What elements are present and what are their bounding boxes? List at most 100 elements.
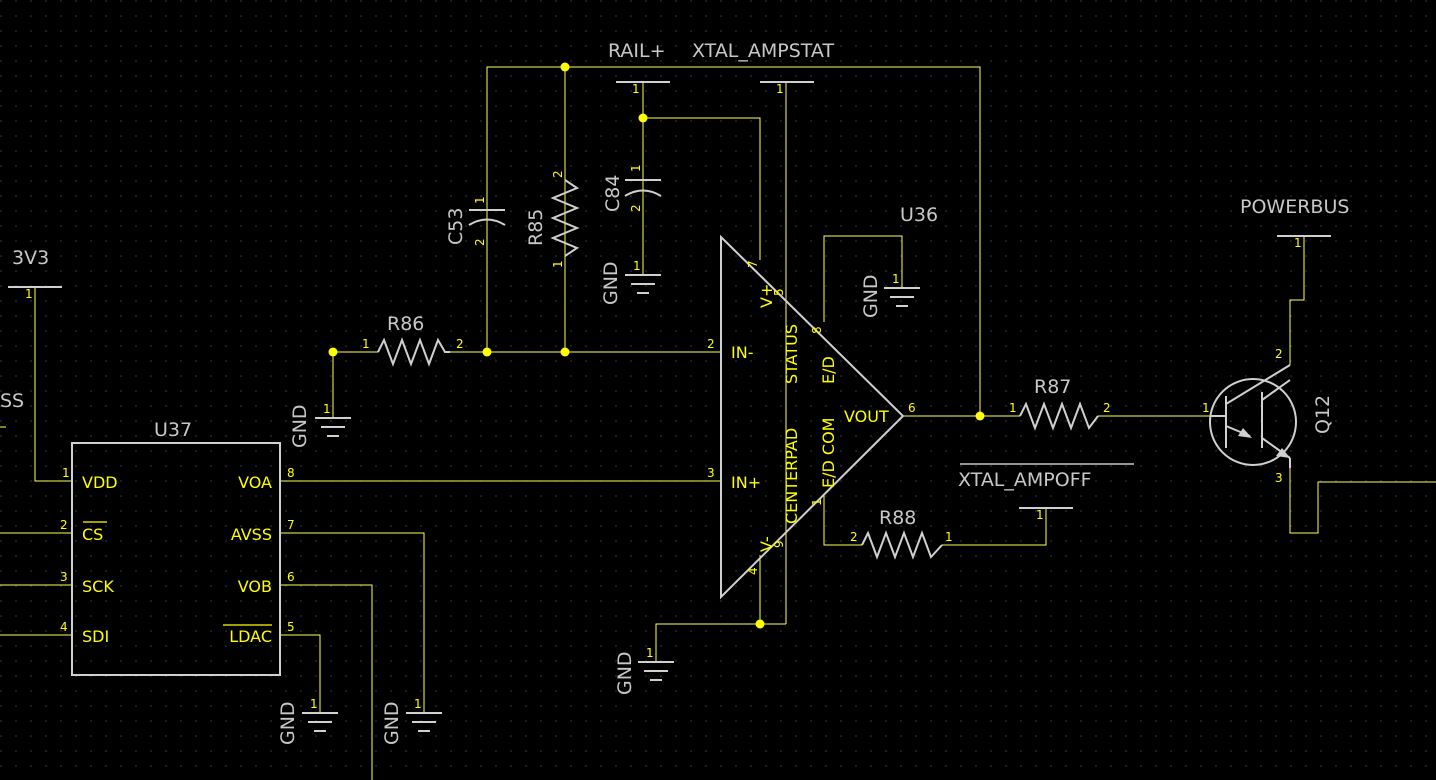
r85-ref: R85 [525,209,547,246]
pin-number: 1 [892,272,900,286]
pin-number: 3 [60,570,68,584]
power-port-3v3[interactable]: 3V3 [8,247,62,288]
u37-pin-sck: SCK [82,577,114,596]
wires [0,66,1436,780]
pin-number: 2 [707,337,715,351]
net-label-ss: SS [0,390,24,412]
pin-number: 1 [629,164,643,172]
pin-number: 1 [646,646,654,660]
transistor-q12[interactable]: Q12 [1209,364,1334,468]
pin-number: 1 [776,82,784,96]
u36-pin-status: STATUS [782,324,801,384]
pin-number: 1 [551,260,565,268]
gnd-label: GND [289,404,311,448]
gnd-symbol-vminus[interactable]: GND [614,651,674,695]
pin-number: 1 [945,530,953,544]
r87-ref: R87 [1034,376,1071,398]
c84-ref: C84 [602,175,624,212]
pin-number: 2 [473,238,487,246]
junction-dots [328,62,985,629]
pin-number: 6 [908,401,916,415]
gnd-symbol-r86[interactable]: GND [289,404,351,448]
pin-number: 1 [473,196,487,204]
u36-pin-ed: E/D [819,356,838,384]
pin-number: 2 [551,170,565,178]
gnd-symbol-c84[interactable]: GND [600,261,661,305]
gnd-label: GND [600,261,622,305]
pin-number: 1 [310,697,318,711]
r86-ref: R86 [387,313,424,335]
pin-number: 2 [1103,401,1111,415]
pin-number: 2 [456,337,464,351]
gnd-symbol-avss[interactable]: GND [381,701,442,745]
u37-pin-ldac: LDAC [229,627,272,646]
r88-ref: R88 [879,507,916,529]
pin-number: 4 [746,567,760,575]
q12-ref: Q12 [1312,395,1334,434]
power-port-xtal-ampstat[interactable]: XTAL_AMPSTAT [692,40,834,83]
net-label-xtal-ampstat: XTAL_AMPSTAT [692,40,834,62]
u37-ref: U37 [154,419,192,441]
pin-number: 1 [632,82,640,96]
resistor-r86[interactable]: R86 [377,313,450,367]
net-label-rail-plus: RAIL+ [608,40,666,62]
u37-pin-voa: VOA [238,473,272,492]
u37-pin-vob: VOB [238,577,272,596]
pin-number: 1 [1009,401,1017,415]
gnd-label: GND [860,274,882,318]
pin-number: 5 [287,620,295,634]
opamp-u36[interactable]: U36 IN- IN+ VOUT V+ V- STATUS CENTERPAD … [720,204,938,600]
pin-number: 7 [746,260,760,268]
net-label-3v3: 3V3 [12,247,49,269]
u36-pin-ed-com: E/D COM [819,418,838,488]
u36-pin-vout: VOUT [844,407,889,426]
pin-number: 7 [287,518,295,532]
pin-number: 1 [414,697,422,711]
gnd-symbol-ldac[interactable]: GND [277,701,338,745]
resistor-r87[interactable]: R87 [1019,376,1099,431]
power-port-powerbus[interactable]: POWERBUS [1240,196,1349,237]
c53-ref: C53 [445,208,467,245]
pin-number: 1 [810,498,824,506]
capacitor-c84[interactable]: C84 [602,175,662,212]
pin-number: 2 [850,530,858,544]
capacitor-c53[interactable]: C53 [445,208,506,245]
u36-ref: U36 [900,204,938,226]
u37-pin-cs: CS [82,525,103,544]
u36-pin-vminus: V- [757,536,776,552]
pin-number: 1 [25,287,33,301]
net-label-xtal-ampoff: XTAL_AMPOFF [958,469,1092,491]
pin-number: 1 [62,466,70,480]
gnd-label: GND [614,651,636,695]
pin-number: 2 [1275,347,1283,361]
u36-pin-centerpad: CENTERPAD [782,428,801,524]
ic-u37[interactable]: U37 VDD CS SCK SDI VOA AVSS VOB LDAC [71,419,281,676]
pin-number: 8 [810,326,824,334]
pin-number: 1 [362,337,370,351]
resistor-r88[interactable]: R88 [861,507,943,560]
pin-number: 1 [1202,401,1210,415]
pin-number: 1 [633,259,641,273]
power-port-rail-plus[interactable]: RAIL+ [608,40,670,83]
net-label-powerbus: POWERBUS [1240,196,1349,218]
pin-number: 2 [60,518,68,532]
gnd-label: GND [381,701,403,745]
power-port-xtal-ampoff[interactable]: XTAL_AMPOFF [958,463,1134,509]
pin-number: 9 [772,540,786,548]
pin-number: 3 [707,466,715,480]
pin-number: 1 [1036,508,1044,522]
gnd-symbol-u36[interactable]: GND [860,274,920,318]
pin-number: 3 [1275,471,1283,485]
u36-pin-vplus: V+ [757,284,776,308]
pin-number: 2 [629,204,643,212]
u37-pin-vdd: VDD [82,473,118,492]
pin-number: 1 [323,402,331,416]
pin-numbers: 1 2 3 4 8 7 6 5 1 1 1 1 1 1 1 1 1 1 1 1 … [25,82,1302,711]
resistor-r85[interactable]: R85 [525,179,580,257]
pin-number: 8 [287,466,295,480]
u37-pin-avss: AVSS [231,525,272,544]
pin-number: 6 [287,570,295,584]
u36-pin-in-minus: IN- [731,343,753,362]
